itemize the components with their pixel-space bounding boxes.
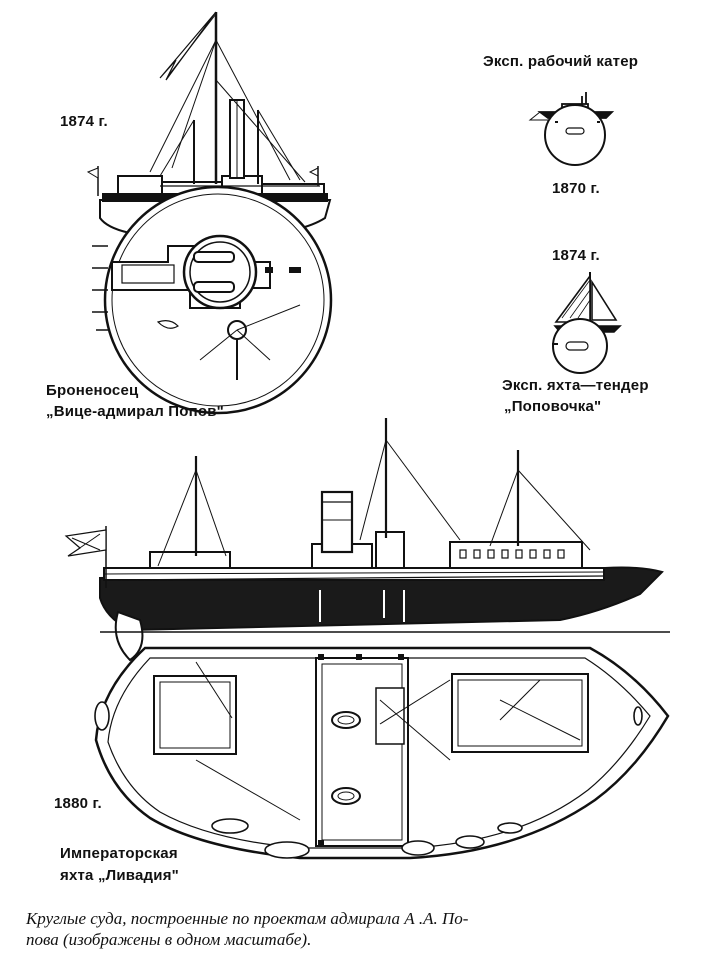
working-cutter-drawing <box>528 92 615 166</box>
figure-caption: Круглые суда, построенные по проектам ад… <box>26 908 698 950</box>
caption-line2: пова (изображены в одном масштабе). <box>26 930 312 949</box>
yacht-tender-name-line2: „Поповочка" <box>504 398 602 415</box>
livadia-name-line2: яхта „Ливадия" <box>60 867 179 884</box>
livadia-year-label: 1880 г. <box>54 795 102 812</box>
popov-year-label: 1874 г. <box>60 113 108 130</box>
ship-drawings <box>64 11 670 860</box>
yacht-tender-year-label: 1874 г. <box>552 247 600 264</box>
cutter-year-label: 1870 г. <box>552 180 600 197</box>
caption-line1: Круглые суда, построенные по проектам ад… <box>26 909 469 928</box>
popov-name-line1: Броненосец <box>46 382 139 399</box>
livadia-name-line1: Императорская <box>60 845 178 862</box>
yacht-tender-name-line1: Эксп. яхта—тендер <box>502 377 649 394</box>
cutter-title-label: Эксп. рабочий катер <box>483 53 639 70</box>
popov-name-line2: „Вице-адмирал Попов" <box>46 403 224 420</box>
livadia-yacht-drawing <box>64 418 670 860</box>
popov-ironclad-drawing <box>86 11 333 415</box>
yacht-tender-drawing <box>552 272 622 374</box>
